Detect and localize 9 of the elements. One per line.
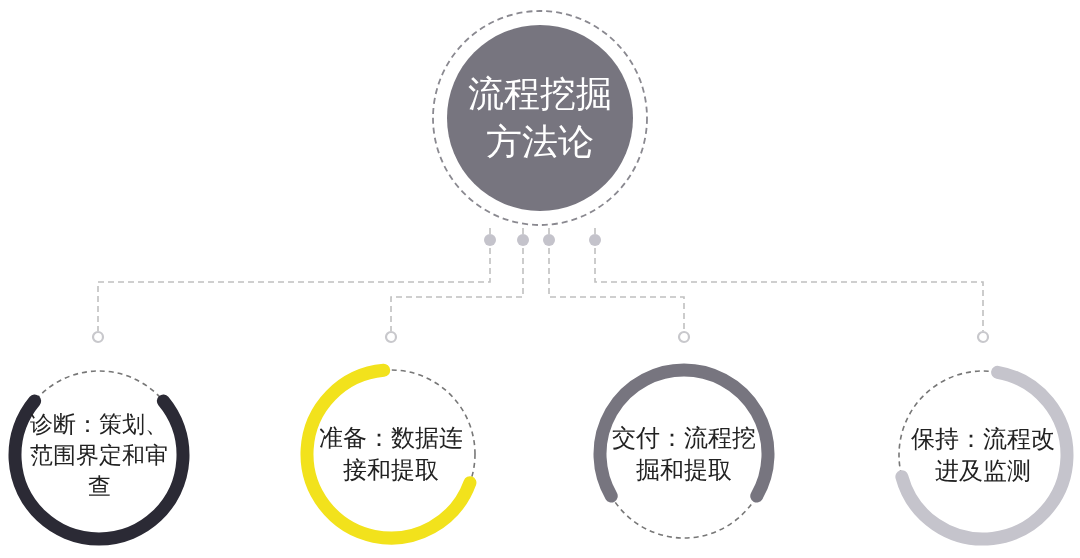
title-text: 流程挖掘方法论 (467, 71, 613, 165)
connector-line (543, 227, 691, 344)
step-label: 保持：流程改进及监测 (910, 423, 1056, 487)
step-label: 诊断：策划、范围界定和审查 (29, 409, 169, 501)
connector-line (589, 227, 990, 344)
connector-line (384, 227, 529, 344)
step-label: 交付：流程挖掘和提取 (611, 422, 757, 486)
connector-line (91, 227, 496, 344)
step-label: 准备：数据连接和提取 (318, 422, 464, 486)
